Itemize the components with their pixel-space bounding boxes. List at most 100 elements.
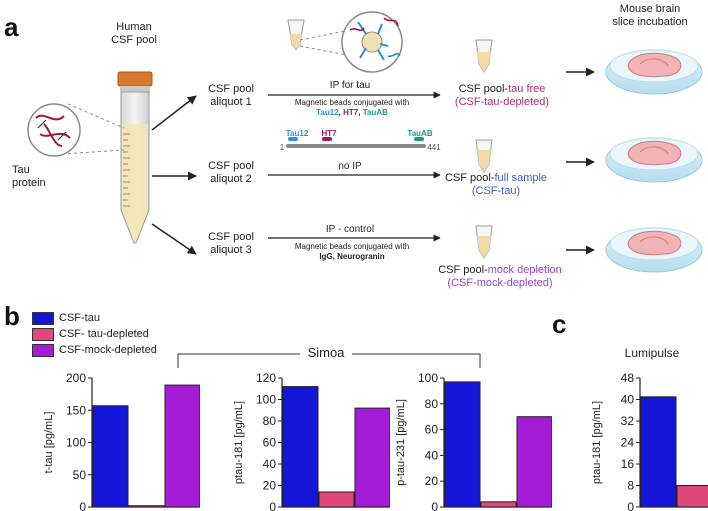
tau-map-tauab: TauAB	[407, 129, 433, 138]
antibody-list-3: IgG, Neurogranin	[319, 252, 385, 261]
result-prefix: CSF pool-	[458, 83, 509, 95]
legend-item: CSF- tau-depleted	[32, 326, 157, 342]
y-axis-label: ptau-181 [pg/mL]	[233, 401, 245, 484]
y-tick-label: 8	[627, 479, 634, 493]
bar-csf-tau-depleted	[676, 485, 708, 508]
bar-chart-p-tau-231: p-tau-231 [pg/mL] 0 20 40 60 80 100	[395, 371, 552, 511]
legend: CSF-tau CSF- tau-depleted CSF-mock-deple…	[32, 310, 157, 358]
panel-label-a: a	[4, 12, 19, 42]
y-axis-label: ptau-181 [pg/mL]	[591, 401, 603, 484]
y-tick-label: 32	[621, 414, 635, 428]
y-axis-label: p-tau-231 [pg/mL]	[395, 399, 407, 486]
no-ip-label: no IP	[338, 161, 362, 172]
bar-csf-mock-depleted	[354, 407, 390, 508]
legend-label: CSF-mock-depleted	[59, 344, 157, 356]
tau12-antibody: Tau12	[316, 108, 339, 117]
magnetic-bead-magnifier-icon	[341, 11, 403, 73]
antibody-list-1: Tau12, HT7, TauAB	[272, 108, 432, 118]
result-suffix: tau free	[508, 83, 546, 95]
result-prefix: CSF pool-	[438, 264, 488, 276]
petri-dish-2-icon	[605, 137, 703, 183]
result-full-sample: CSF pool-full sample (CSF-tau)	[444, 172, 548, 197]
result-tau-free: CSF pool-tau free (CSF-tau-depleted)	[454, 83, 550, 108]
y-axis-label: t-tau [pg/mL]	[43, 412, 55, 474]
y-tick-label: 100	[418, 371, 438, 385]
legend-swatch	[32, 343, 54, 357]
y-tick-label: 40	[621, 393, 635, 407]
y-tick-label: 50	[73, 468, 87, 482]
simoa-bracket	[177, 353, 481, 368]
y-tick-label: 16	[621, 457, 635, 471]
legend-swatch	[32, 327, 54, 341]
y-tick-label: 0	[431, 500, 438, 511]
legend-swatch	[32, 311, 54, 325]
result-prefix: CSF pool-	[444, 172, 495, 184]
beads-line-3: Magnetic beads conjugated with	[294, 242, 410, 251]
result-tube-1-icon	[475, 39, 493, 73]
y-tick-label: 100	[66, 436, 86, 450]
bar-csf-tau	[92, 405, 129, 508]
legend-label: CSF-tau	[59, 312, 100, 324]
tau-map-end: 441	[427, 143, 441, 152]
ip-for-tau-label: IP for tau	[329, 80, 371, 91]
tau-map-ht7: HT7	[321, 129, 337, 138]
legend-label: CSF- tau-depleted	[59, 328, 149, 340]
lumipulse-label: Lumipulse	[624, 346, 680, 360]
falcon-tube-icon	[117, 71, 153, 244]
simoa-label: Simoa	[307, 345, 345, 360]
y-tick-label: 120	[256, 371, 276, 385]
result-tube-3-icon	[475, 225, 493, 259]
workflow-diagram	[27, 11, 703, 273]
y-tick-label: 20	[263, 479, 277, 493]
y-tick-label: 40	[425, 448, 439, 462]
result-suffix: mock depletion	[487, 264, 562, 276]
result-tube-2-icon	[475, 139, 493, 173]
bar-csf-mock-depleted	[164, 384, 200, 508]
petri-dish-1-icon	[605, 49, 703, 95]
separator: ,	[358, 108, 363, 117]
y-tick-label: 0	[79, 500, 86, 511]
tau-sequence-map	[286, 137, 426, 148]
bar-chart-t-tau: t-tau [pg/mL] 0 50 100 150 200	[43, 371, 200, 511]
y-tick-label: 40	[263, 457, 277, 471]
petri-dish-3-icon	[605, 227, 703, 273]
y-tick-label: 60	[425, 423, 439, 437]
y-tick-label: 20	[425, 474, 439, 488]
tauab-antibody: TauAB	[362, 108, 388, 117]
ht7-antibody: HT7	[343, 108, 359, 117]
bar-csf-tau-depleted	[318, 491, 355, 508]
y-tick-label: 0	[269, 500, 276, 511]
ip-control-label: IP - control	[325, 224, 375, 235]
y-tick-label: 80	[425, 397, 439, 411]
panel-label-c: c	[552, 309, 567, 339]
y-tick-label: 200	[66, 371, 86, 385]
beads-line-1: Magnetic beads conjugated with	[294, 98, 410, 107]
bar-csf-tau	[640, 396, 677, 508]
tau-map-tau12: Tau12	[285, 129, 309, 138]
bar-chart-ptau-181-simoa: ptau-181 [pg/mL] 0 20 40 60 80 100 120	[233, 371, 390, 511]
tau-protein-magnifier-icon	[27, 103, 125, 157]
bar-csf-tau-depleted	[480, 501, 517, 508]
tau-map-start: 1	[279, 143, 285, 152]
separator: ,	[338, 108, 344, 117]
legend-item: CSF-mock-depleted	[32, 342, 157, 358]
y-tick-label: 48	[621, 371, 635, 385]
bar-csf-tau-depleted	[128, 505, 165, 508]
y-tick-label: 80	[263, 414, 277, 428]
legend-item: CSF-tau	[32, 310, 157, 326]
bar-csf-tau	[282, 386, 319, 508]
panel-label-b: b	[4, 301, 20, 331]
y-tick-label: 150	[66, 403, 86, 417]
y-tick-label: 100	[256, 393, 276, 407]
bar-csf-tau	[444, 381, 481, 508]
result-suffix: full sample	[494, 172, 548, 184]
result-mock-depletion: CSF pool-mock depletion (CSF-mock-deplet…	[438, 264, 562, 289]
y-tick-label: 60	[263, 436, 277, 450]
bar-csf-mock-depleted	[516, 416, 552, 508]
